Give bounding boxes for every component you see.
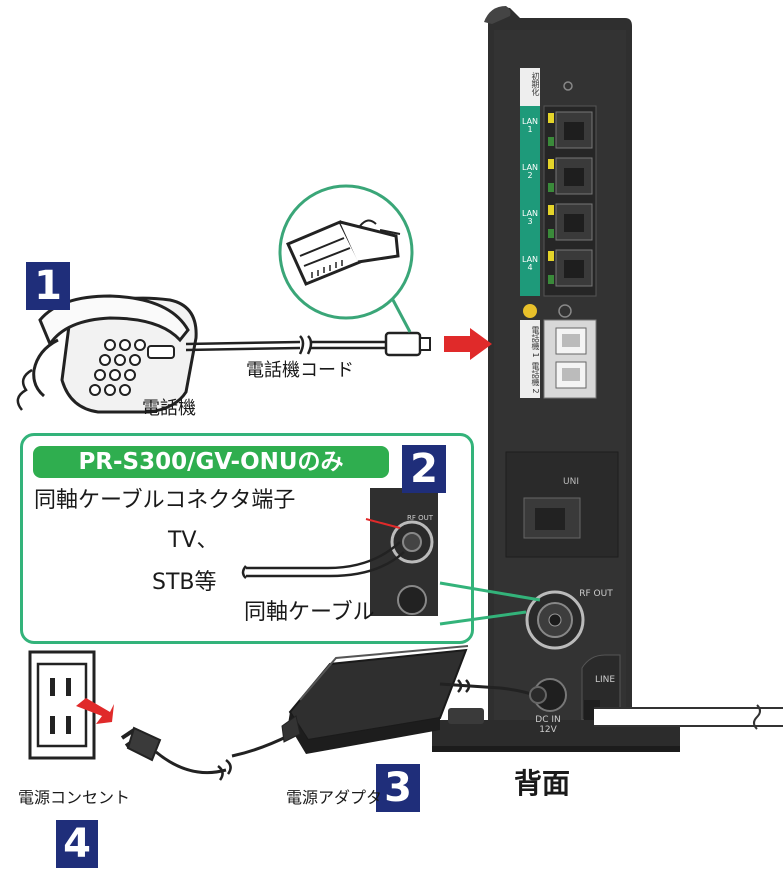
lan4-label: LAN 4 — [521, 255, 539, 273]
rf-out-label: RF OUT — [579, 589, 613, 599]
tv-label: TV、 — [168, 528, 219, 553]
lan-ports — [543, 105, 597, 297]
router-device — [432, 6, 680, 752]
rf-out-zoom-label: RF OUT — [406, 514, 434, 522]
dc-in-label: DC IN — [535, 715, 561, 725]
dc-voltage-label: 12V — [539, 725, 557, 735]
back-label: 背面 — [514, 767, 571, 800]
power-outlet-icon — [28, 650, 96, 760]
insert-arrow — [444, 328, 492, 360]
lan1-label: LAN 1 — [521, 117, 539, 135]
coax-cable-label: 同軸ケーブル — [244, 600, 375, 625]
modular-plug-zoom — [278, 184, 414, 333]
phone-cord-label: 電話機コード — [246, 360, 354, 381]
power-cord — [155, 733, 291, 775]
line-label: LINE — [594, 675, 616, 685]
init-label: 初期化 — [531, 72, 540, 96]
step-badge-2: 2 — [402, 445, 446, 493]
adapter-label: 電源アダプタ — [286, 788, 383, 807]
stb-label: STB等 — [152, 570, 217, 595]
line-cable — [594, 707, 783, 727]
coax-terminal-label: 同軸ケーブルコネクタ端子 — [34, 488, 296, 513]
phone-cord — [185, 331, 431, 357]
step-badge-4: 4 — [56, 820, 98, 868]
step-badge-1: 1 — [26, 262, 70, 310]
power-plug-icon — [120, 726, 162, 762]
outlet-label: 電源コンセント — [18, 788, 131, 807]
uni-label: UNI — [563, 477, 579, 487]
step-badge-3: 3 — [376, 764, 420, 812]
lan-label-panel — [520, 106, 540, 296]
tel2-label: 電話機 2 — [531, 362, 540, 394]
coax-connector-icon — [525, 590, 585, 650]
tel-label-panel — [520, 320, 540, 398]
lan3-label: LAN 3 — [521, 209, 539, 227]
telephone-icon — [16, 294, 198, 414]
tel1-label: 電話機 1 — [531, 326, 540, 358]
reset-hole — [563, 81, 573, 91]
phone-label: 電話機 — [142, 398, 196, 419]
model-callout-frame — [20, 433, 474, 644]
coax-zoom — [241, 488, 541, 626]
outlet-arrow — [76, 698, 114, 724]
modular-plug-icon — [384, 331, 422, 357]
model-note: PR-S300/GV-ONUのみ — [33, 446, 389, 478]
ac-adapter-icon — [281, 645, 469, 754]
tel-port-2 — [555, 361, 587, 389]
lan2-label: LAN 2 — [521, 163, 539, 181]
